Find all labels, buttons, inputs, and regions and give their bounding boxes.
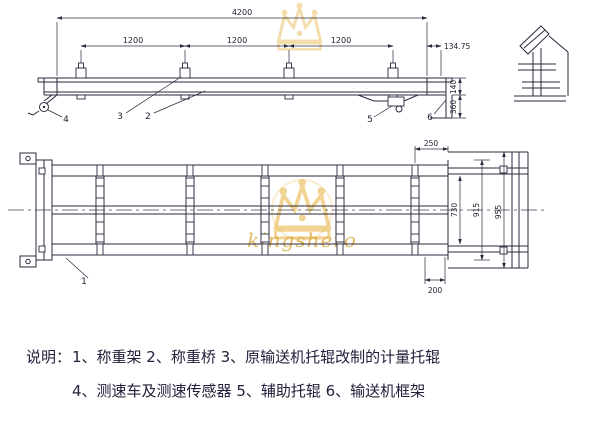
- watermark-top-crown-icon: [277, 1, 322, 51]
- auxiliary-roller-assembly: [357, 94, 419, 113]
- dim-inner-width-label: 730: [450, 203, 459, 218]
- dim-seg3-label: 1200: [331, 36, 351, 45]
- callout-bridge: 2: [145, 112, 151, 122]
- cross-member: [335, 164, 345, 256]
- plan-view: 250 730 915 955 200 1: [8, 139, 548, 295]
- dimension-heights: 140 360: [449, 77, 466, 119]
- dim-height-bottom-label: 360: [449, 100, 458, 115]
- dim-height-top-label: 140: [449, 80, 458, 95]
- callout-aux-roller: 5: [367, 115, 373, 125]
- dim-end-label: 134.75: [444, 42, 470, 51]
- dim-mid-width-label: 915: [472, 203, 481, 218]
- idler-stand: [75, 62, 87, 100]
- conveyor-beam: [37, 77, 453, 119]
- dimension-end-offset: 134.75: [426, 42, 470, 76]
- idler-stand: [387, 62, 399, 100]
- dim-seg2-label: 1200: [227, 36, 247, 45]
- dim-seg1-label: 1200: [123, 36, 143, 45]
- cross-member: [260, 164, 270, 256]
- idler-stand: [283, 62, 295, 100]
- dimension-total-length: 4200: [56, 8, 428, 76]
- callout-idler: 3: [117, 112, 123, 122]
- callout-frame: 6: [427, 113, 433, 123]
- speed-wheel-assembly: [27, 94, 58, 116]
- dimension-segments: 1200 1200 1200: [80, 36, 394, 64]
- legend-line-1: 1、称重架 2、称重桥 3、原输送机托辊改制的计量托辊: [72, 348, 440, 366]
- callout-speed-car: 4: [63, 115, 69, 125]
- side-elevation-view: 4200 1200 1200 1200 134.75: [27, 8, 470, 125]
- dimension-overhang: 250: [414, 139, 449, 163]
- cross-member-stations: [95, 164, 420, 256]
- bridge-rails: [52, 160, 449, 260]
- legend-line-2: 4、测速车及测速传感器 5、辅助托辊 6、输送机框架: [72, 382, 425, 400]
- plan-view-callouts: 1: [65, 257, 89, 287]
- cross-member: [185, 164, 195, 256]
- idler-stand: [179, 62, 191, 100]
- legend-title: 说明：: [26, 348, 71, 366]
- callout-weigh-frame: 1: [81, 277, 87, 287]
- cross-member: [95, 164, 105, 256]
- dimension-foot: 200: [424, 257, 446, 295]
- side-view-callouts: 3 2 4 5 6: [47, 76, 447, 125]
- idler-stands: [75, 62, 399, 100]
- dim-foot-label: 200: [428, 286, 443, 295]
- dimension-widths: 730 915 955: [450, 151, 506, 269]
- dim-total-label: 4200: [232, 8, 252, 17]
- dim-outer-width-label: 955: [494, 205, 503, 220]
- cross-member: [410, 164, 420, 256]
- left-end-plate: [19, 152, 53, 268]
- detail-view: [514, 25, 569, 102]
- legend: 说明： 1、称重架 2、称重桥 3、原输送机托辊改制的计量托辊 4、测速车及测速…: [26, 348, 440, 400]
- dim-overhang-label: 250: [424, 139, 439, 148]
